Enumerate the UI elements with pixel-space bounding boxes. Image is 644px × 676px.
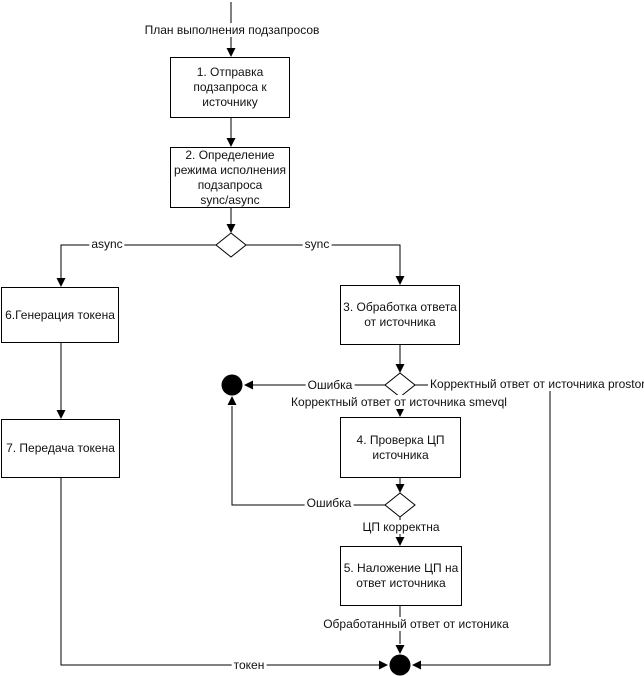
activity-box-4-verify-signature: 4. Проверка ЦП источника bbox=[340, 417, 461, 478]
arrowhead bbox=[226, 138, 236, 147]
edge-label-token: токен bbox=[231, 658, 267, 672]
decision-diamond-response-type bbox=[384, 372, 416, 398]
edge-label-smevql-response: Корректный ответ от источника smevql bbox=[289, 395, 509, 409]
edge-label-processed-response: Обработанный ответ от истоника bbox=[321, 617, 511, 631]
arrowhead bbox=[412, 660, 421, 670]
connector-box2-to-decision1 bbox=[226, 208, 236, 233]
arrowhead bbox=[395, 364, 405, 373]
arrowhead bbox=[395, 484, 405, 493]
activity-box-5-apply-signature: 5. Наложение ЦП на ответ источника bbox=[340, 546, 462, 606]
arrowhead bbox=[395, 408, 405, 417]
arrowhead bbox=[244, 380, 253, 390]
arrowhead bbox=[379, 660, 388, 670]
edge-label-async: async bbox=[89, 237, 125, 251]
arrowhead bbox=[56, 278, 66, 287]
activity-box-1-send-subquery: 1. Отправка подзапроса к источнику bbox=[170, 57, 290, 118]
connector-decision1-sync-to-box3 bbox=[246, 244, 405, 285]
edge-label-sync: sync bbox=[302, 237, 332, 251]
decision-diamond-sync-async bbox=[215, 232, 247, 258]
arrowhead bbox=[226, 224, 236, 233]
arrowhead bbox=[395, 276, 405, 285]
activity-box-3-process-response: 3. Обработка ответа от источника bbox=[340, 285, 460, 345]
arrowhead bbox=[226, 48, 236, 57]
arrowhead bbox=[56, 410, 66, 419]
arrowhead bbox=[395, 645, 405, 654]
activity-box-7-transfer-token: 7. Передача токена bbox=[1, 419, 120, 478]
activity-box-2-determine-mode: 2. Определение режима исполнения подзапр… bbox=[170, 147, 290, 208]
edge-label-error-2: Ошибка bbox=[304, 496, 354, 510]
activity-box-6-generate-token: 6.Генерация токена bbox=[1, 287, 119, 343]
final-node-error bbox=[221, 374, 243, 396]
decision-diamond-signature-valid bbox=[384, 492, 416, 518]
edge-label-prostore-response: Корректный ответ от источника prostore bbox=[428, 377, 644, 391]
connector-box7-token-to-final bbox=[60, 478, 388, 670]
edge-label-error-1: Ошибка bbox=[305, 378, 355, 392]
edge-label-plan: План выполнения подзапросов bbox=[142, 23, 322, 37]
connector-box6-to-box7 bbox=[56, 343, 66, 419]
final-node-end bbox=[389, 654, 411, 676]
connector-box4-to-decision3 bbox=[395, 478, 405, 493]
connector-box1-to-box2 bbox=[226, 118, 236, 147]
arrowhead bbox=[227, 396, 237, 405]
edge-label-signature-ok: ЦП корректна bbox=[360, 520, 442, 534]
arrowhead bbox=[395, 537, 405, 546]
connector-box3-to-decision2 bbox=[395, 345, 405, 373]
connector-decision1-async-to-box6 bbox=[56, 244, 216, 287]
